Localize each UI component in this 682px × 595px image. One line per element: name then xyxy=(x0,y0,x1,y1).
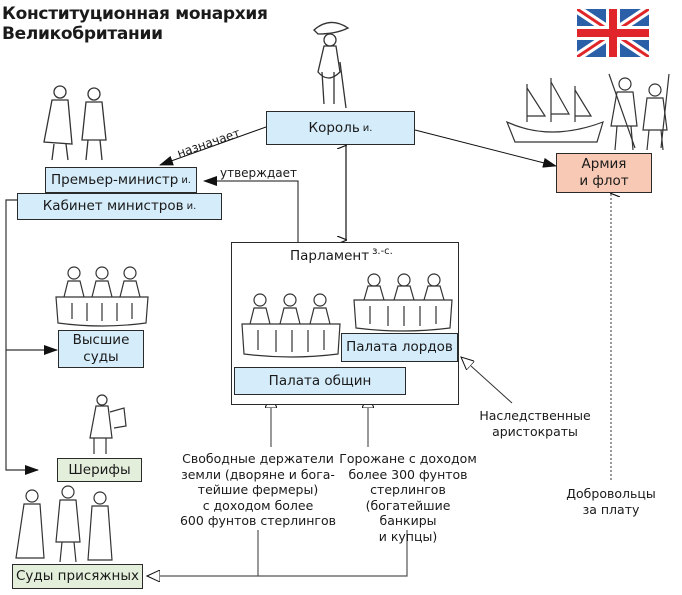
cabinet-label: Кабинет министров xyxy=(42,198,184,214)
edge-hereditary-to-lords xyxy=(461,357,513,404)
freeholders-note: Свободные держатели земли (дворяне и бог… xyxy=(172,451,344,529)
note-line: стерлингов xyxy=(370,482,446,497)
ship-and-soldiers-illustration xyxy=(505,73,670,151)
house-of-commons-label: Палата общин xyxy=(268,372,372,389)
edge-electors-to-jury xyxy=(147,530,259,576)
sheriffs-box: Шерифы xyxy=(57,458,142,482)
army-box: Армия и флот xyxy=(556,153,652,193)
jury-courts-label: Суды присяжных xyxy=(15,568,140,584)
prime-minister-label: Премьер-министр xyxy=(50,171,179,188)
king-sup: и. xyxy=(362,122,373,134)
note-line: и купцы) xyxy=(378,528,438,544)
house-of-lords-box: Палата лордов xyxy=(341,333,458,362)
note-line: более 300 фунтов xyxy=(348,466,468,482)
edge-parliament-approves-pm xyxy=(203,176,299,242)
prime-minister-sup: и. xyxy=(181,174,191,186)
sheriff-figure-illustration xyxy=(89,394,127,454)
note-line: Наследственные xyxy=(479,408,591,423)
edge-cabinet-spine xyxy=(5,199,39,475)
note-line: Добровольцы xyxy=(566,486,656,501)
jury-courts-box: Суды присяжных xyxy=(12,564,143,589)
sheriffs-label: Шерифы xyxy=(68,461,131,478)
house-of-commons-box: Палата общин xyxy=(234,367,406,395)
hereditary-aristocrats-note: Наследственные аристократы xyxy=(470,408,600,439)
jurors-group-illustration xyxy=(15,485,113,563)
edge-label-approves: утверждает xyxy=(220,166,297,180)
army-label-line-2: и флот xyxy=(579,173,629,189)
king-figure-illustration xyxy=(313,21,350,109)
two-ministers-illustration xyxy=(43,85,107,161)
note-line: тейшие фермеры) xyxy=(197,482,319,497)
parliament-label-text: Парламент xyxy=(290,248,370,264)
commons-at-table-illustration xyxy=(241,293,341,358)
parliament-sup: з.-с. xyxy=(372,246,393,257)
high-courts-box: Высшие суды xyxy=(58,330,144,368)
note-line: с доходом более xyxy=(202,497,314,513)
note-line: за плату xyxy=(582,501,640,517)
volunteers-note: Добровольцы за плату xyxy=(548,486,674,517)
title-line-2: Великобритании xyxy=(2,24,163,44)
note-line: Свободные держатели xyxy=(182,451,334,466)
army-label-line-1: Армия xyxy=(581,156,627,172)
cabinet-sup: и. xyxy=(186,201,197,212)
note-line: 600 фунтов стерлингов xyxy=(179,513,336,528)
townsmen-note: Горожане с доходом более 300 фунтов стер… xyxy=(338,451,478,544)
note-line: земли (дворяне и бога- xyxy=(181,466,335,482)
title-line-1: Конституционная монархия xyxy=(2,4,268,24)
edge-king-appoints-pm xyxy=(159,126,267,166)
house-of-lords-label: Палата лордов xyxy=(346,339,453,355)
union-flag-icon xyxy=(577,9,649,57)
edge-king-to-army xyxy=(414,129,557,168)
judges-at-table-illustration xyxy=(55,266,149,327)
high-courts-line-1: Высшие xyxy=(72,332,130,348)
note-line: аристократы xyxy=(492,423,578,439)
king-label: Король xyxy=(308,119,360,136)
note-line: (богатейшие банкиры xyxy=(365,497,451,529)
lords-at-table-illustration xyxy=(353,273,453,332)
note-line: Горожане с доходом xyxy=(339,451,477,466)
high-courts-line-2: суды xyxy=(83,349,119,365)
diagram-title: Конституционная монархия Великобритании xyxy=(2,4,268,44)
